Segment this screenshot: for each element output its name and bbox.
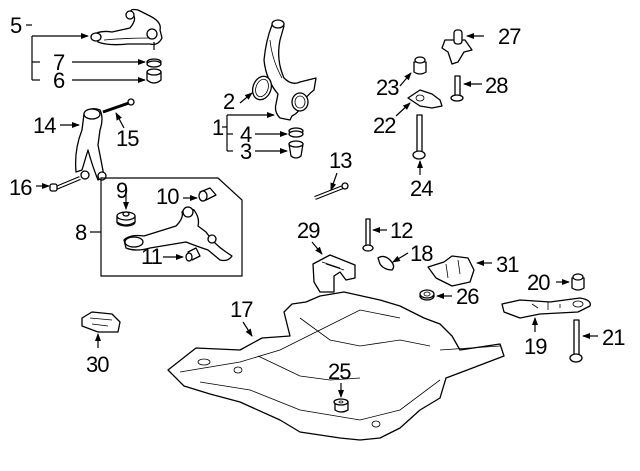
callout-21: 21 (602, 325, 626, 350)
callout-19: 19 (524, 334, 548, 359)
callout-24: 24 (410, 176, 434, 201)
callout-15: 15 (116, 126, 140, 151)
upper-arm-bushing-cap[interactable] (146, 58, 162, 68)
callout-10: 10 (156, 184, 180, 209)
right-bracket[interactable] (427, 255, 475, 287)
dust-seal[interactable] (249, 74, 274, 103)
mount-bracket[interactable] (407, 89, 443, 109)
upper-arm-bushing[interactable] (146, 68, 162, 84)
mount-stopper[interactable] (413, 56, 427, 75)
subframe-bushing[interactable] (333, 398, 349, 413)
callout-9: 9 (116, 178, 128, 203)
ball-joint-boot[interactable] (116, 211, 136, 227)
insulator[interactable] (81, 311, 121, 333)
callout-18: 18 (410, 241, 434, 266)
long-bolt[interactable] (314, 182, 349, 200)
callout-7: 7 (53, 50, 65, 75)
callout-leader-14-15 (60, 112, 125, 129)
callout-17: 17 (230, 297, 254, 322)
callout-27: 27 (498, 24, 522, 49)
callout-3: 3 (240, 139, 252, 164)
callout-leader-17-25 (242, 321, 344, 398)
callout-leader-1-2-3-4 (222, 92, 288, 154)
callout-26: 26 (456, 284, 480, 309)
callout-5: 5 (10, 13, 22, 38)
subframe[interactable] (167, 291, 505, 441)
callout-14: 14 (33, 113, 57, 138)
bracket-lower-bolt[interactable] (49, 176, 81, 192)
stiffener-plate[interactable] (501, 297, 591, 319)
callout-leader-22-23-24-27-28 (395, 33, 484, 175)
callout-16: 16 (9, 175, 33, 200)
bracket-bolt[interactable] (102, 98, 135, 114)
callout-20: 20 (527, 270, 551, 295)
mount-bolt[interactable] (412, 114, 426, 160)
callout-leader-13 (330, 172, 338, 191)
stopper[interactable] (571, 273, 585, 291)
callout-22: 22 (373, 113, 397, 138)
callout-29: 29 (297, 218, 321, 243)
callout-28: 28 (485, 73, 509, 98)
left-bracket[interactable] (312, 254, 356, 293)
bolt-12[interactable] (362, 218, 374, 252)
callout-31: 31 (496, 252, 520, 277)
clip[interactable] (377, 255, 395, 271)
upper-control-arm[interactable] (90, 8, 163, 51)
callout-leader-8-9-10-11 (90, 194, 198, 260)
callout-13: 13 (329, 148, 353, 173)
lower-control-arm-assembly[interactable] (100, 177, 243, 277)
rear-mount-bolt[interactable] (450, 75, 464, 102)
knuckle[interactable] (263, 19, 317, 121)
callout-leader-12-18-26-29-31 (311, 227, 492, 299)
rear-mount-bracket[interactable] (441, 29, 473, 65)
callout-1: 1 (212, 115, 224, 140)
upper-arm-bracket[interactable] (74, 108, 107, 181)
callout-12: 12 (390, 218, 414, 243)
callout-2: 2 (223, 89, 235, 114)
callout-23: 23 (376, 75, 400, 100)
callout-30: 30 (86, 352, 110, 377)
callout-6: 6 (53, 68, 65, 93)
rear-bushing[interactable] (185, 247, 201, 262)
front-bushing[interactable] (198, 187, 217, 202)
callout-11: 11 (141, 244, 163, 269)
knuckle-boot[interactable] (288, 140, 304, 159)
callout-8: 8 (75, 220, 87, 245)
knuckle-clip[interactable] (288, 127, 304, 138)
stiffener-bolt[interactable] (569, 319, 583, 363)
callout-leader-5 (26, 24, 146, 83)
washer[interactable] (419, 289, 435, 301)
callout-4: 4 (240, 122, 252, 147)
callout-25: 25 (328, 359, 352, 384)
callout-leader-19-20-21 (532, 279, 598, 339)
